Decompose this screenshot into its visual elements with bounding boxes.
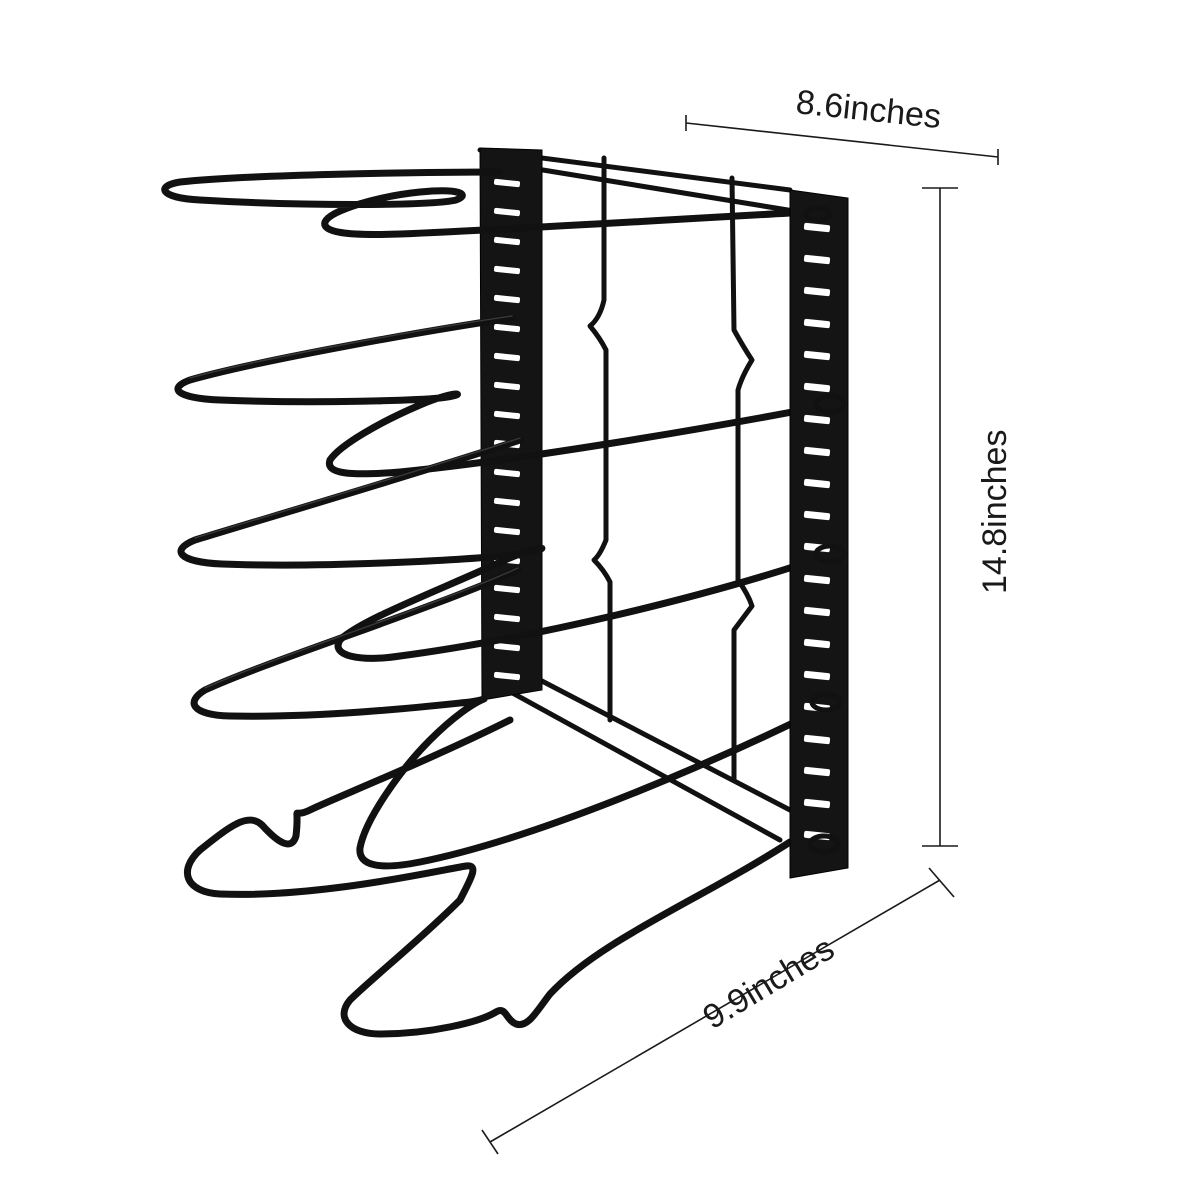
dimension-height: 14.8inches (922, 187, 1014, 847)
slots-right-slot (803, 478, 831, 489)
slots-left-slot (493, 497, 521, 507)
hook-loop-2 (813, 393, 847, 415)
slots-left-slot (493, 613, 521, 623)
depth-tick-bottom (481, 1129, 499, 1155)
height-label: 14.8inches (976, 430, 1014, 594)
slots-left-slot (493, 671, 521, 681)
tier-1-wire (161, 168, 812, 238)
slots-right-slot (803, 382, 831, 393)
post-right-slots (803, 222, 831, 841)
slots-right-slot (803, 222, 831, 233)
upright-post-right (789, 189, 849, 879)
slots-right-slot (803, 798, 831, 809)
depth-label: 9.9inches (697, 929, 841, 1037)
hook-loop-1 (803, 205, 833, 223)
width-dimension-line (685, 122, 999, 158)
slots-right-slot (803, 574, 831, 585)
divider-wire-left (587, 155, 613, 723)
wire-tiers (161, 168, 849, 1038)
slots-right-slot (803, 734, 831, 745)
slots-left-slot (493, 468, 521, 478)
hook-loop-4 (809, 691, 843, 713)
tier-4-wire (190, 566, 844, 870)
tier-2-highlight (189, 315, 513, 379)
slots-left-slot (493, 178, 521, 188)
slots-right-slot (803, 606, 831, 617)
slots-left-slot (493, 207, 521, 217)
tier-4-highlight (204, 567, 519, 689)
depth-dimension-line (489, 879, 941, 1143)
tier-3-highlight (194, 437, 521, 539)
slots-left-slot (493, 294, 521, 304)
bottom-rail-front (537, 677, 793, 813)
slots-right-slot (803, 350, 831, 361)
slots-right-slot (803, 318, 831, 329)
tier-5-wire (183, 716, 794, 1038)
slots-left-slot (493, 323, 521, 333)
slots-right-slot (803, 286, 831, 297)
depth-tick-top (928, 867, 955, 898)
slots-right-slot (803, 254, 831, 265)
top-rail-front (491, 159, 803, 215)
slots-right-slot (803, 638, 831, 649)
width-label: 8.6inches (794, 83, 943, 136)
slots-right-slot (803, 766, 831, 777)
slots-left-slot (493, 236, 521, 246)
slots-right-slot (803, 670, 831, 681)
slots-left-slot (493, 642, 521, 652)
divider-wire-right (729, 175, 755, 783)
dimension-depth: 9.9inches (481, 867, 955, 1155)
dimension-width: 8.6inches (685, 83, 999, 165)
hook-loop-5 (807, 833, 841, 855)
slots-left-slot (493, 526, 521, 536)
bottom-rail-back (495, 682, 783, 843)
slots-right-slot (803, 414, 831, 425)
slots-right-slot (803, 446, 831, 457)
slots-left-slot (493, 352, 521, 362)
slots-left-slot (493, 381, 521, 391)
tier-3-wire (177, 436, 842, 662)
slots-right-slot (803, 510, 831, 521)
slots-left-slot (493, 584, 521, 594)
slots-left-slot (493, 265, 521, 275)
slots-left-slot (493, 410, 521, 420)
hook-loop-3 (813, 543, 847, 565)
tier-2-wire (174, 314, 849, 478)
